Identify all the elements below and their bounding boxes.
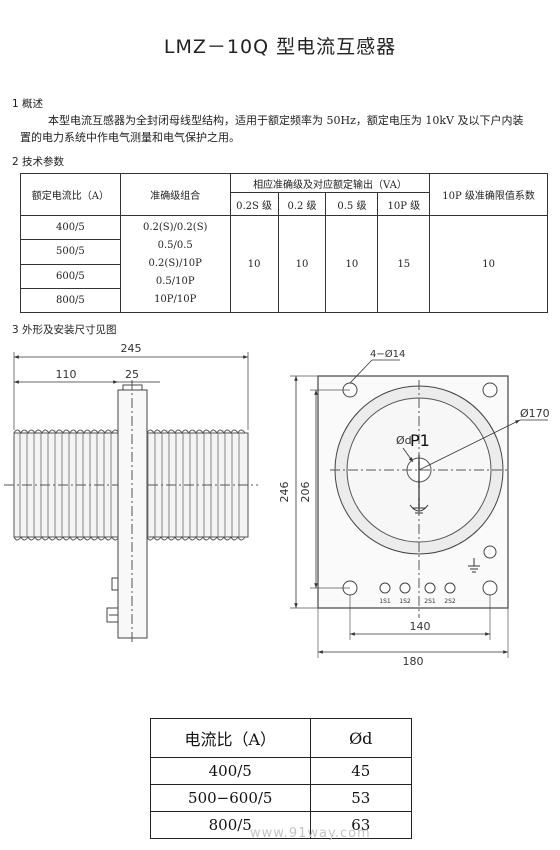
terminal-label: 1S2 (399, 598, 411, 605)
header-class-10p: 10P 级 (377, 192, 431, 216)
dim-length-overall: 245 (121, 342, 142, 355)
output-10p-value: 15 (377, 215, 431, 313)
header-ratio: 额定电流比（A） (20, 173, 121, 216)
dtable-diameter-cell: 45 (309, 757, 412, 785)
ratio-cell: 600/5 (20, 263, 121, 289)
page-title: LMZ－10Q 型电流互感器 (163, 36, 397, 58)
header-output-group: 相应准确级及对应额定输出（VA） (229, 173, 431, 193)
terminal-p1-label: P1 (410, 431, 430, 450)
dtable-ratio-cell: 500−600/5 (150, 784, 311, 812)
dtable-header-diameter: Ød (309, 718, 412, 758)
dim-plate-height: 246 (278, 482, 291, 503)
dim-hole-spacing-vertical: 206 (299, 482, 312, 503)
header-limit-factor: 10P 级准确限值系数 (429, 173, 548, 216)
dim-body-diameter: Ø170 (520, 407, 550, 420)
output-0.2-value: 10 (277, 215, 327, 313)
terminal-label: 2S2 (444, 598, 456, 605)
output-0.2s-value: 10 (229, 215, 279, 313)
dim-hole-spacing-horizontal: 140 (410, 620, 431, 633)
section-2-heading: 2 技术参数 (12, 156, 65, 168)
combo-line: 0.2(S)/0.2(S) (142, 222, 208, 233)
combo-line: 0.5/0.5 (157, 240, 193, 251)
section-1-heading: 1 概述 (12, 98, 44, 110)
dtable-ratio-cell: 800/5 (150, 811, 311, 839)
spec-table: 额定电流比（A） 准确级组合 相应准确级及对应额定输出（VA） 10P 级准确限… (20, 173, 548, 314)
combo-line: 10P/10P (154, 294, 197, 305)
overview-text: 本型电流互感器为全封闭母线型结构，适用于额定频率为 50Hz，额定电压为 10k… (12, 112, 558, 146)
dim-flange-width: 25 (125, 368, 139, 381)
combo-cell: 0.2(S)/0.2(S) 0.5/0.5 0.2(S)/10P 0.5/10P… (119, 215, 231, 313)
bore-diameter-table: 电流比（A） Ød 400/5 45 500−600/5 53 800/5 63 (150, 718, 412, 839)
overview-line-1: 本型电流互感器为全封闭母线型结构，适用于额定频率为 50Hz，额定电压为 10k… (48, 114, 524, 127)
front-view (290, 359, 548, 658)
ratio-cell: 400/5 (20, 214, 121, 241)
side-view (4, 352, 258, 645)
dtable-header-ratio: 电流比（A） (150, 718, 311, 758)
installation-drawing: 245 110 25 (4, 342, 550, 668)
dim-plate-width: 180 (403, 655, 424, 668)
combo-line: 0.5/10P (155, 276, 195, 287)
output-0.5-value: 10 (325, 215, 379, 313)
header-class-0.2s: 0.2S 级 (229, 192, 279, 216)
header-class-0.5: 0.5 级 (325, 192, 379, 216)
ratio-cell: 500/5 (20, 239, 121, 265)
section-3-heading: 3 外形及安装尺寸见图 (12, 324, 117, 336)
dim-bore-diameter: Ød (396, 434, 412, 447)
dtable-ratio-cell: 400/5 (150, 757, 311, 785)
combo-line: 0.2(S)/10P (148, 258, 202, 269)
header-class-0.2: 0.2 级 (277, 192, 327, 216)
limit-factor-value: 10 (429, 215, 548, 313)
dtable-diameter-cell: 53 (309, 784, 412, 812)
overview-line-2: 置的电力系统中作电气测量和电气保护之用。 (20, 131, 240, 144)
dim-length-left: 110 (56, 368, 77, 381)
dim-mounting-holes: 4−Ø14 (370, 348, 405, 360)
terminal-label: 2S1 (424, 598, 436, 605)
header-combo: 准确级组合 (119, 173, 231, 216)
terminal-label: 1S1 (379, 598, 391, 605)
watermark: www.91way.com (250, 826, 371, 841)
dtable-diameter-cell: 63 (309, 811, 412, 839)
ratio-cell: 800/5 (20, 287, 121, 314)
